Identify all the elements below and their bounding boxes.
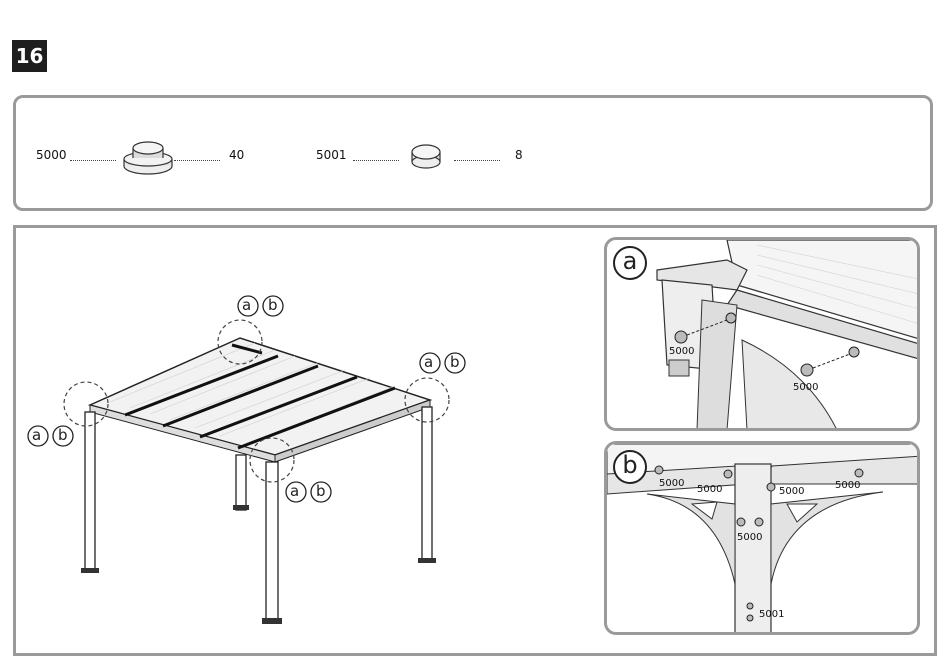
detail-b-part-label: 5000: [659, 478, 684, 489]
detail-b-panel: b 5000 5000 5000 5000 5000 5001: [604, 441, 920, 635]
detail-b-part-label: 5000: [737, 532, 762, 543]
detail-a-drawing: [607, 240, 920, 431]
detail-b-drawing: [607, 444, 920, 635]
detail-a-panel: a 5000 5000: [604, 237, 920, 431]
detail-b-part-label: 5001: [759, 609, 784, 620]
callout-b-label: b: [268, 296, 278, 314]
callout-a-label: a: [242, 296, 251, 314]
callout-b-label: b: [316, 482, 326, 500]
callout-a-label: a: [424, 353, 433, 371]
callout-b-label: b: [450, 353, 460, 371]
pergola-illustration: [0, 0, 600, 668]
detail-b-part-label: 5000: [835, 480, 860, 491]
detail-b-label: b: [613, 450, 647, 484]
detail-b-part-label: 5000: [779, 486, 804, 497]
detail-a-part-label: 5000: [793, 382, 818, 393]
detail-a-part-label: 5000: [669, 346, 694, 357]
callout-a-label: a: [32, 426, 41, 444]
callout-a-label: a: [290, 482, 299, 500]
callout-b-label: b: [58, 426, 68, 444]
detail-b-part-label: 5000: [697, 484, 722, 495]
detail-a-label: a: [613, 246, 647, 280]
